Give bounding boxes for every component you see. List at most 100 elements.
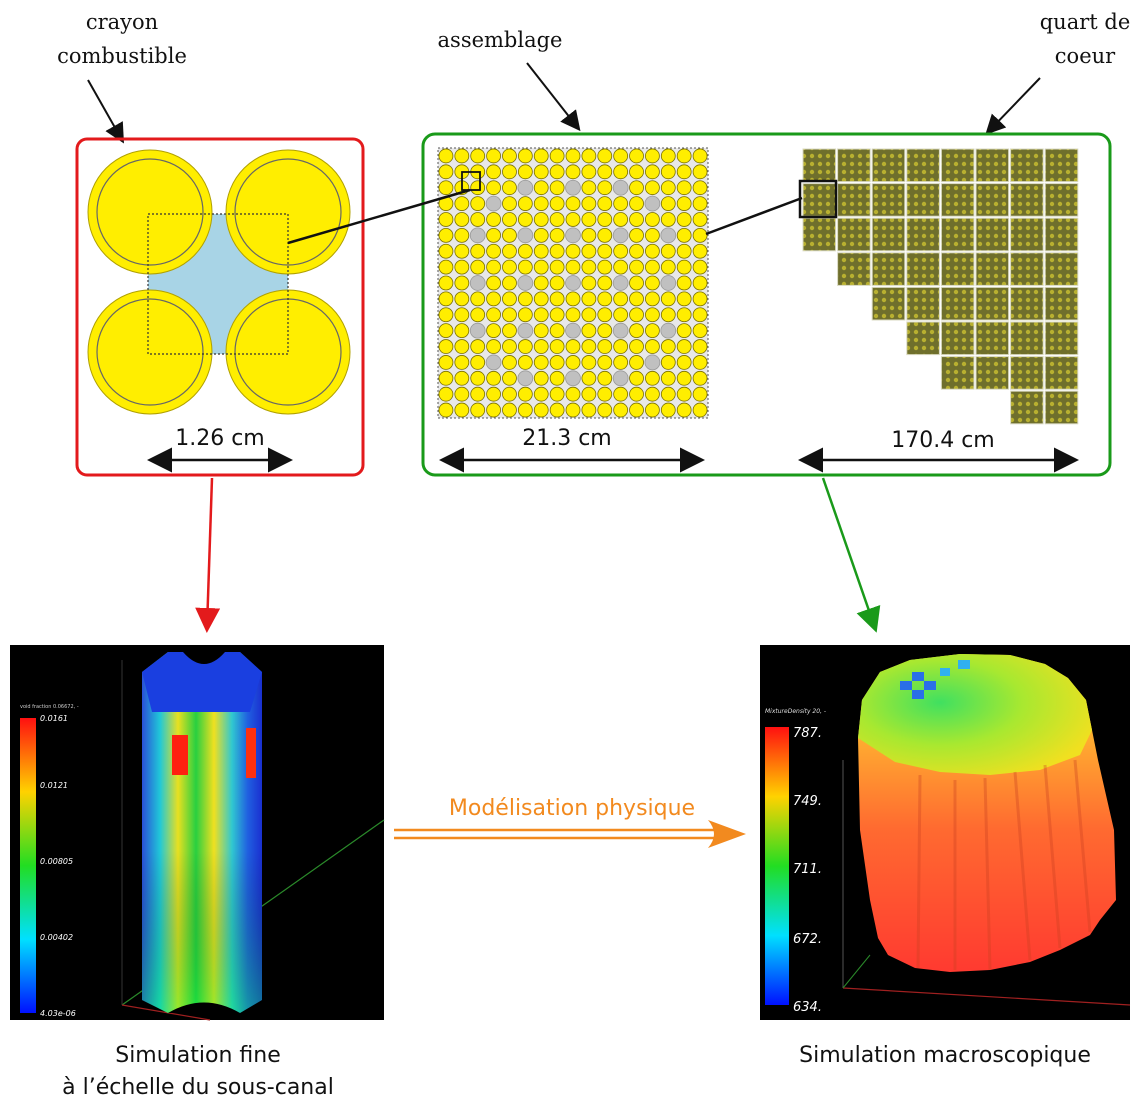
guide-tube bbox=[517, 227, 534, 244]
fuel-rod bbox=[692, 291, 708, 307]
fuel-rod bbox=[454, 243, 470, 259]
fuel-rod bbox=[454, 148, 470, 164]
guide-tube bbox=[612, 179, 629, 196]
side-ridges bbox=[916, 759, 1092, 971]
fuel-rod bbox=[581, 275, 597, 291]
arrow-head bbox=[708, 820, 746, 848]
macro-colorbar-title: MixtureDensity 20, - bbox=[765, 708, 826, 715]
fuel-rod bbox=[549, 307, 565, 323]
fuel-rod bbox=[692, 148, 708, 164]
fuel-rod bbox=[629, 355, 644, 370]
fuel-rod bbox=[597, 196, 613, 211]
fuel-rod bbox=[645, 212, 660, 227]
fuel-rod bbox=[549, 148, 565, 164]
fuel-rod bbox=[565, 243, 581, 259]
fuel-rod bbox=[581, 227, 597, 243]
fuel-rod bbox=[581, 386, 597, 402]
fuel-rod bbox=[660, 370, 676, 386]
fuel-rod bbox=[517, 196, 533, 211]
arrow-red-to-fine bbox=[195, 477, 221, 633]
fuel-rod bbox=[533, 259, 549, 275]
fuel-rod bbox=[502, 259, 517, 275]
core-assembly-cell bbox=[871, 183, 906, 217]
guide-tube bbox=[660, 227, 677, 244]
fuel-rod bbox=[581, 164, 597, 180]
fuel-rod bbox=[660, 307, 676, 323]
fuel-rod bbox=[660, 386, 676, 402]
fuel-rod bbox=[660, 164, 676, 180]
fuel-rod bbox=[692, 323, 708, 339]
fuel-rod bbox=[533, 323, 549, 339]
fuel-rod bbox=[438, 243, 454, 259]
core-assembly-cell bbox=[975, 183, 1010, 217]
core-assembly-cell bbox=[1010, 286, 1044, 321]
guide-tube bbox=[517, 370, 534, 387]
fuel-rod bbox=[517, 259, 533, 275]
fuel-rod bbox=[470, 370, 486, 386]
fuel-rod bbox=[565, 291, 581, 307]
fuel-rod bbox=[629, 180, 644, 196]
fuel-rod bbox=[438, 164, 454, 180]
fuel-rod bbox=[629, 148, 644, 164]
fuel-rod bbox=[438, 339, 454, 354]
fuel-rod bbox=[565, 355, 581, 370]
zoom-line-pin bbox=[287, 188, 471, 245]
fuel-rod bbox=[692, 386, 708, 402]
fuel-rod bbox=[581, 180, 597, 196]
fuel-rod bbox=[517, 291, 533, 307]
fuel-rod bbox=[629, 259, 644, 275]
fuel-rod bbox=[597, 339, 613, 354]
fuel-rod bbox=[629, 386, 644, 402]
fuel-rod bbox=[470, 243, 486, 259]
macro-colorbar-tick: 749. bbox=[793, 794, 822, 809]
fuel-rod bbox=[486, 259, 501, 275]
core-assembly-cell bbox=[1044, 148, 1079, 183]
fuel-rod bbox=[517, 148, 533, 164]
fuel-rod bbox=[581, 212, 597, 227]
core-assembly-cell bbox=[940, 356, 975, 390]
fuel-rod bbox=[454, 275, 470, 291]
macro-colorbar bbox=[765, 727, 789, 1005]
fuel-rod bbox=[549, 259, 565, 275]
fuel-rod bbox=[549, 212, 565, 227]
core-assembly-cell bbox=[940, 183, 975, 217]
fuel-rod bbox=[502, 148, 517, 164]
fuel-rod bbox=[502, 243, 517, 259]
fuel-rod bbox=[549, 164, 565, 180]
core-assembly-cell bbox=[975, 356, 1010, 390]
fuel-rod bbox=[581, 259, 597, 275]
fuel-rod bbox=[502, 291, 517, 307]
fuel-rod bbox=[454, 339, 470, 354]
fuel-rod bbox=[502, 402, 517, 418]
fuel-rod bbox=[470, 355, 486, 370]
fuel-rod bbox=[438, 291, 454, 307]
fuel-rod bbox=[565, 339, 581, 354]
guide-tube bbox=[565, 370, 581, 387]
fuel-rod bbox=[629, 323, 644, 339]
hotspot bbox=[246, 728, 256, 778]
fuel-rod bbox=[613, 386, 629, 402]
fuel-rod bbox=[692, 196, 708, 211]
fine-colorbar-tick: 4.03e-06 bbox=[40, 1009, 76, 1018]
fuel-rod bbox=[470, 402, 486, 418]
fuel-rod bbox=[454, 386, 470, 402]
fuel-rod bbox=[470, 148, 486, 164]
fuel-rod bbox=[597, 227, 613, 243]
fuel-rod bbox=[533, 339, 549, 354]
fuel-rod bbox=[613, 164, 629, 180]
fuel-rod bbox=[454, 307, 470, 323]
fuel-rod bbox=[549, 180, 565, 196]
fuel-rod bbox=[549, 355, 565, 370]
fuel-rod bbox=[438, 259, 454, 275]
fuel-rod bbox=[645, 291, 660, 307]
label-quart-line2: coeur bbox=[1055, 44, 1116, 68]
guide-tube bbox=[517, 179, 534, 196]
fuel-rod bbox=[645, 386, 660, 402]
fuel-rod bbox=[676, 339, 692, 354]
fuel-rod bbox=[486, 370, 501, 386]
fuel-rod bbox=[454, 227, 470, 243]
dimension-assembly-label: 21.3 cm bbox=[522, 426, 612, 451]
fuel-rod bbox=[549, 275, 565, 291]
fuel-rod bbox=[645, 275, 660, 291]
fuel-rod bbox=[676, 275, 692, 291]
